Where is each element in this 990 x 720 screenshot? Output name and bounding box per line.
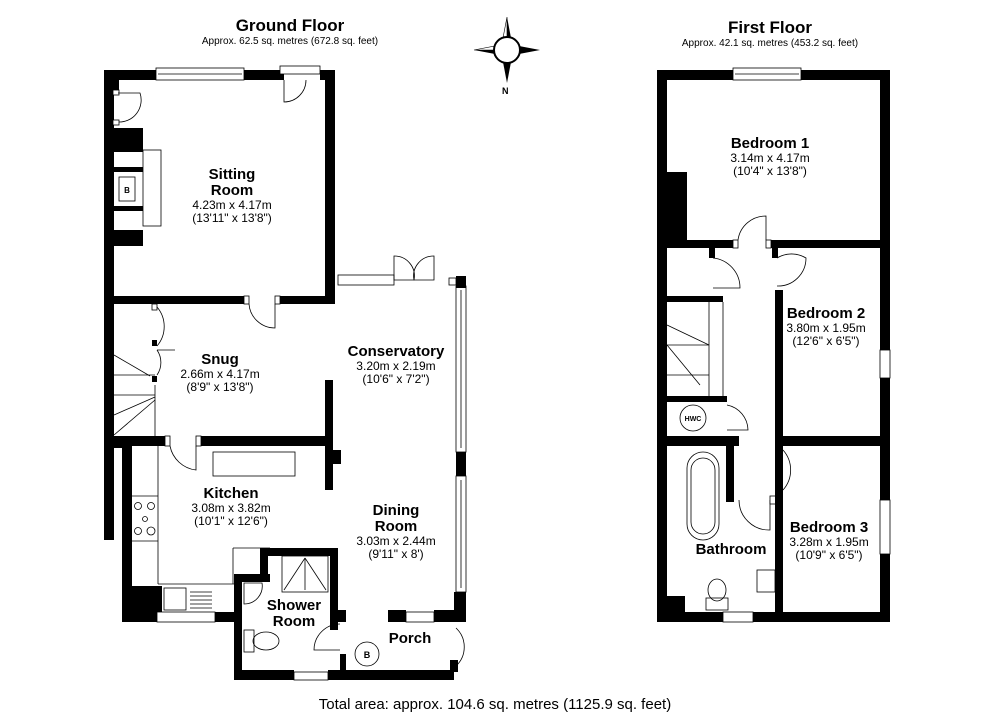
- ground-floor-plan: B: [104, 65, 467, 681]
- room-label-shower-room: Shower Room: [267, 598, 321, 630]
- room-dimensions-imperial: (10'4" x 13'8"): [733, 164, 807, 178]
- room-label-bathroom: Bathroom: [696, 542, 767, 558]
- room-dimensions-imperial: (10'1" x 12'6"): [194, 514, 268, 528]
- room-dimensions-imperial: (9'11" x 8'): [368, 547, 424, 561]
- room-dimensions-imperial: (10'6" x 7'2"): [362, 372, 430, 386]
- room-name: Snug: [201, 351, 239, 368]
- room-name: Porch: [388, 630, 432, 647]
- ground-floor-area: Approx. 62.5 sq. metres (672.8 sq. feet): [201, 36, 379, 47]
- room-name: Room: [374, 518, 418, 535]
- total-area: Total area: approx. 104.6 sq. metres (11…: [318, 696, 672, 713]
- room-name: Bathroom: [695, 541, 767, 558]
- room-name: Bedroom 2: [786, 305, 866, 322]
- room-dimensions-metric: 4.23m x 4.17m: [192, 198, 272, 212]
- room-label-porch: Porch: [389, 631, 432, 647]
- svg-text:HWC: HWC: [685, 416, 702, 423]
- room-dimensions-metric: 3.28m x 1.95m: [789, 535, 869, 549]
- room-label-snug: Snug 2.66m x 4.17m (8'9" x 13'8"): [180, 352, 259, 394]
- room-dimensions-metric: 3.03m x 2.44m: [356, 534, 436, 548]
- room-dimensions-metric: 2.66m x 4.17m: [180, 367, 260, 381]
- room-name: Room: [210, 182, 254, 199]
- svg-text:B: B: [364, 650, 371, 660]
- room-name: Shower: [266, 597, 322, 614]
- room-dimensions-metric: 3.14m x 4.17m: [730, 151, 810, 165]
- room-dimensions-imperial: (12'6" x 6'5"): [792, 334, 860, 348]
- first-floor-area: Approx. 42.1 sq. metres (453.2 sq. feet): [681, 38, 859, 49]
- room-label-kitchen: Kitchen 3.08m x 3.82m (10'1" x 12'6"): [191, 486, 270, 528]
- compass-north-label: N: [502, 86, 509, 96]
- ground-floor-heading: Ground Floor Approx. 62.5 sq. metres (67…: [160, 16, 420, 48]
- room-dimensions-imperial: (8'9" x 13'8"): [186, 380, 254, 394]
- room-name: Kitchen: [203, 485, 259, 502]
- room-label-conservatory: Conservatory 3.20m x 2.19m (10'6" x 7'2"…: [348, 344, 445, 386]
- room-dimensions-imperial: (13'11" x 13'8"): [192, 211, 272, 225]
- first-floor-plan: HWC: [657, 67, 891, 623]
- room-label-bedroom-2: Bedroom 2 3.80m x 1.95m (12'6" x 6'5"): [786, 306, 865, 348]
- room-label-sitting-room: Sitting Room 4.23m x 4.17m (13'11" x 13'…: [192, 167, 272, 225]
- room-name: Conservatory: [347, 343, 445, 360]
- room-name: Sitting: [208, 166, 256, 183]
- room-name: Bedroom 1: [730, 135, 810, 152]
- compass-icon: [473, 16, 540, 83]
- room-name: Room: [272, 613, 316, 630]
- room-dimensions-imperial: (10'9" x 6'5"): [795, 548, 863, 562]
- room-name: Bedroom 3: [789, 519, 869, 536]
- room-name: Dining: [372, 502, 420, 519]
- room-label-dining-room: Dining Room 3.03m x 2.44m (9'11" x 8'): [356, 503, 435, 561]
- room-dimensions-metric: 3.08m x 3.82m: [191, 501, 271, 515]
- svg-text:B: B: [124, 186, 130, 195]
- ground-floor-title: Ground Floor: [235, 16, 345, 35]
- room-dimensions-metric: 3.20m x 2.19m: [356, 359, 436, 373]
- room-dimensions-metric: 3.80m x 1.95m: [786, 321, 866, 335]
- first-floor-title: First Floor: [727, 18, 813, 37]
- room-label-bedroom-1: Bedroom 1 3.14m x 4.17m (10'4" x 13'8"): [730, 136, 809, 178]
- first-floor-heading: First Floor Approx. 42.1 sq. metres (453…: [645, 18, 895, 50]
- room-label-bedroom-3: Bedroom 3 3.28m x 1.95m (10'9" x 6'5"): [789, 520, 868, 562]
